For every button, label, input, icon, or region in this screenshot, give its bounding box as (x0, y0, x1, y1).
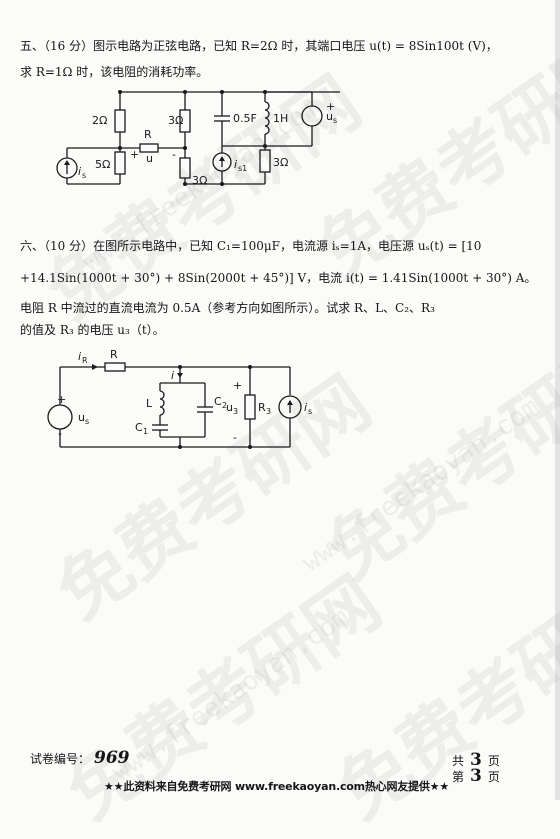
q5-label-minus: - (172, 148, 176, 161)
exam-number: 试卷编号：969 (30, 748, 130, 768)
q5-label-r2: 2Ω (92, 114, 107, 127)
q5-label-ind: 1H (273, 112, 288, 125)
q5-label-us-plus: + (326, 100, 335, 113)
source-banner: ★★此资料来自免费考研网 www.freekaoyan.com热心网友提供★★ (104, 780, 450, 793)
page-current-unit: 页 (487, 770, 500, 784)
page-current-value: 3 (470, 766, 482, 786)
q5-label-r3c: 3Ω (273, 156, 288, 169)
q6-label-r3-sub: 3 (266, 407, 271, 416)
page-total-unit: 页 (487, 754, 500, 768)
page-total-label: 共 (452, 754, 465, 768)
q5-label-us-sub: s (333, 116, 337, 125)
page-edge (555, 0, 560, 800)
q6-label-us-minus: - (58, 427, 62, 440)
q5-label-is: i (78, 165, 81, 178)
q6-label-i: i (171, 369, 174, 382)
q5-label-is-sub: s (82, 171, 86, 180)
watermark-url: www.freekaoyan.com (296, 391, 545, 579)
q6-label-ir: i (78, 350, 81, 363)
q6-label-r3: R (258, 401, 266, 414)
page-current-label: 第 (452, 770, 465, 784)
q6-label-ir-sub: R (82, 356, 88, 365)
q5-label-r3b: 3Ω (192, 174, 207, 187)
q5-label-is1-sub: s1 (238, 164, 247, 173)
q5-label-plus: + (130, 148, 139, 161)
q5-text-line1: 五、（16 分）图示电路为正弦电路，已知 R=2Ω 时，其端口电压 u(t) =… (20, 39, 498, 53)
q5-label-is1: i (234, 158, 237, 171)
q6-label-c2: C (214, 395, 222, 408)
exam-number-label: 试卷编号： (30, 752, 91, 766)
watermark-text: 免费考研网 (322, 560, 560, 836)
q5-label-u: u (146, 152, 153, 165)
q6-text-line2: +14.1Sin(1000t + 30°) + 8Sin(2000t + 45°… (20, 271, 537, 285)
page-total-value: 3 (470, 750, 482, 770)
q6-label-u3: u (226, 401, 233, 414)
q6-label-is: i (304, 401, 307, 414)
q5-label-r5: 5Ω (95, 158, 110, 171)
watermark-url: www.freekaoyan.com (106, 601, 355, 789)
q6-label-r: R (110, 348, 118, 361)
q6-circuit-diagram: i R R i + u s - L C 2 C 1 + u 3 - R 3 i … (47, 348, 312, 449)
q6-label-us: u (78, 411, 85, 424)
q6-text-line4: 的值及 R₃ 的电压 u₃（t）。 (20, 323, 165, 337)
q6-label-c1-sub: 1 (143, 427, 148, 436)
q6-label-l: L (146, 397, 153, 410)
q5-label-r3a: 3Ω (168, 114, 183, 127)
q6-label-u3-plus: + (233, 379, 242, 392)
q5-label-r: R (144, 128, 152, 141)
q5-text-line2: 求 R=1Ω 时，该电阻的消耗功率。 (20, 65, 209, 79)
exam-number-value: 969 (94, 748, 130, 768)
q6-text-line3: 电阻 R 中流过的直流电流为 0.5A（参考方向如图所示）。试求 R、L、C₂、… (20, 301, 435, 315)
q6-label-is-sub: s (308, 407, 312, 416)
q6-label-c1: C (135, 421, 143, 434)
q5-label-cap: 0.5F (233, 112, 257, 125)
q6-label-us-sub: s (85, 417, 89, 426)
q5-label-us: u (326, 110, 333, 123)
q6-label-u3-minus: - (233, 431, 237, 444)
q6-label-us-plus: + (57, 393, 66, 406)
q6-label-c2-sub: 2 (222, 401, 227, 410)
q5-circuit-diagram: 2Ω 3Ω 0.5F 1H + u s R + u - i s 5Ω 3Ω i … (56, 90, 340, 187)
q6-label-u3-sub: 3 (233, 407, 238, 416)
q6-text-line1: 六、（10 分）在图所示电路中，已知 C₁=100μF，电流源 iₛ=1A，电压… (20, 239, 482, 253)
